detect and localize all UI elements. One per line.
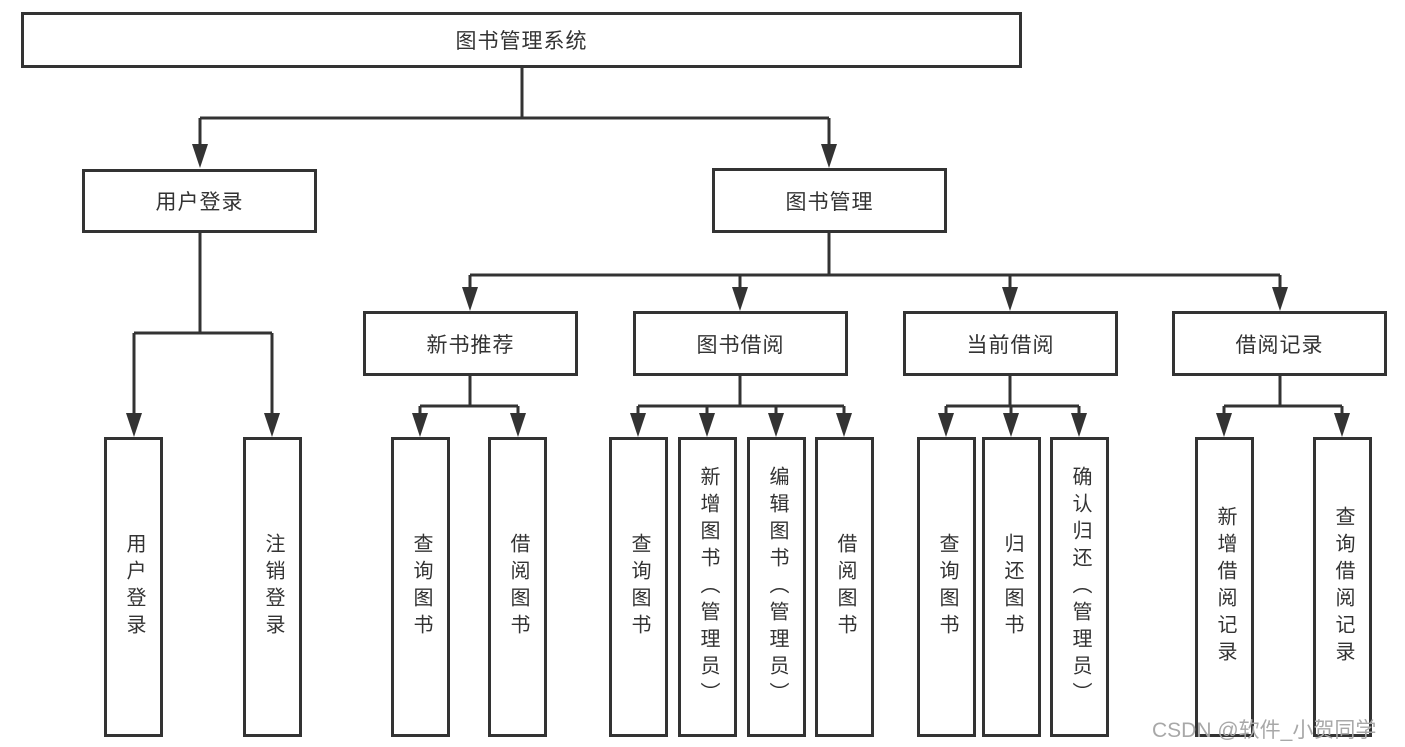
leaf-current-return-books: 归还图书 [982, 437, 1041, 737]
leaf-logout: 注销登录 [243, 437, 302, 737]
arrowheads [126, 144, 1350, 437]
watermark: CSDN @软件_小贺同学 [1152, 719, 1377, 742]
node-new-book-recommend: 新书推荐 [363, 311, 578, 376]
node-book-management: 图书管理 [712, 168, 947, 233]
node-root-library-system: 图书管理系统 [21, 12, 1022, 68]
leaf-borrow-borrow-books: 借阅图书 [815, 437, 874, 737]
leaf-current-query-books: 查询图书 [917, 437, 976, 737]
leaf-borrow-edit-books-admin: 编辑图书（管理员） [747, 437, 806, 737]
leaf-newrec-query-books: 查询图书 [391, 437, 450, 737]
node-user-login: 用户登录 [82, 169, 317, 233]
leaf-user-login: 用户登录 [104, 437, 163, 737]
leaf-current-confirm-return-admin: 确认归还（管理员） [1050, 437, 1109, 737]
leaf-record-query: 查询借阅记录 [1313, 437, 1372, 737]
leaf-newrec-borrow-books: 借阅图书 [488, 437, 547, 737]
leaf-record-add: 新增借阅记录 [1195, 437, 1254, 737]
leaf-borrow-query-books: 查询图书 [609, 437, 668, 737]
node-book-borrowing: 图书借阅 [633, 311, 848, 376]
node-borrow-records: 借阅记录 [1172, 311, 1387, 376]
leaf-borrow-add-books-admin: 新增图书（管理员） [678, 437, 737, 737]
node-current-borrowing: 当前借阅 [903, 311, 1118, 376]
